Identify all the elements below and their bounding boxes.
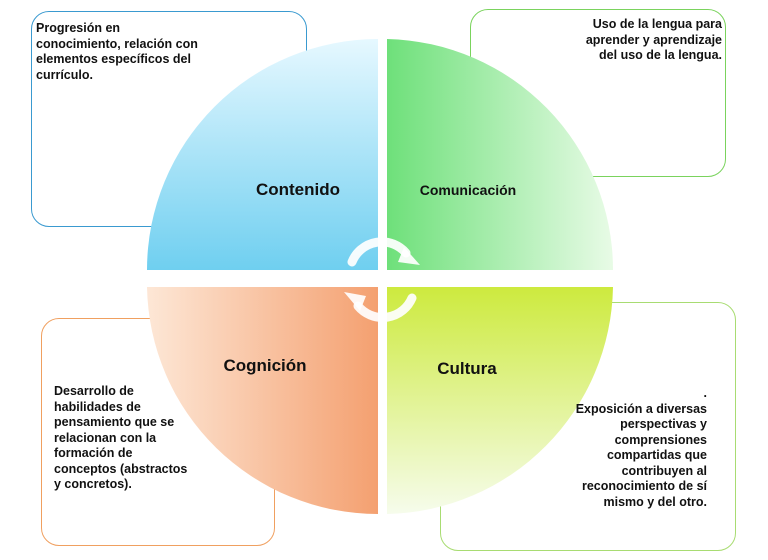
arrow-head-right-icon [398, 247, 420, 265]
cognicion-description: Desarrollo de habilidades de pensamiento… [54, 384, 188, 491]
cultura-quadrant [387, 287, 613, 514]
cycle-arrows-icon [347, 237, 417, 322]
contenido-label: Contenido [256, 180, 340, 199]
cultura-label: Cultura [437, 359, 497, 378]
comunicacion-description: Uso de la lengua para aprender y aprendi… [585, 17, 722, 62]
cultura-description: . Exposición a diversas perspectivas y c… [575, 386, 707, 509]
comunicacion-quadrant [387, 39, 613, 270]
arrow-head-left-icon [344, 292, 366, 311]
contenido-quadrant [147, 39, 378, 270]
contenido-description: Progresión en conocimiento, relación con… [36, 21, 198, 82]
comunicacion-label: Comunicación [420, 182, 516, 198]
cognicion-label: Cognición [223, 356, 306, 375]
cognicion-quadrant [147, 287, 378, 515]
